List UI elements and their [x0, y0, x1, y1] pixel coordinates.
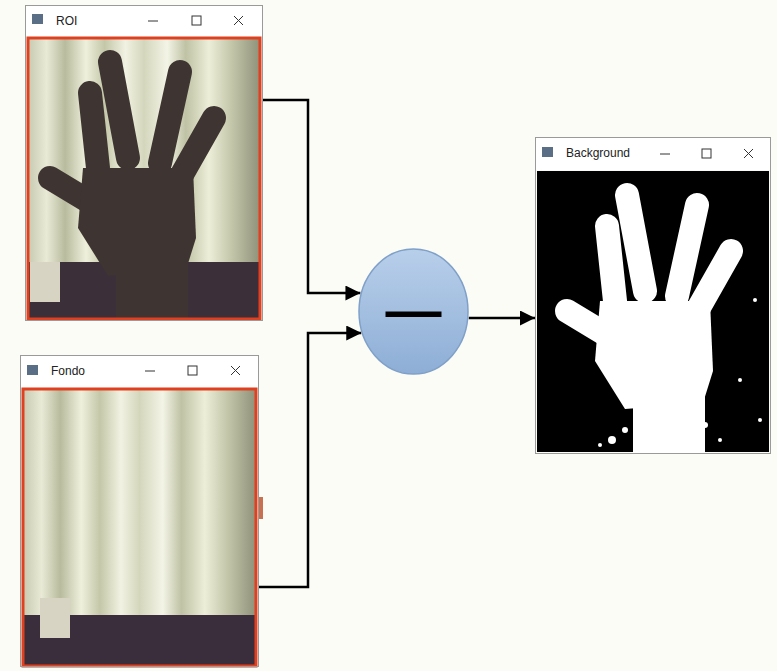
operator-symbol: —: [386, 282, 442, 338]
image-window: Background: [535, 137, 771, 454]
subtract-circle: —: [358, 248, 469, 375]
connector-arrow: [259, 333, 361, 587]
window-title: Fondo: [51, 364, 85, 378]
connector-arrow: [469, 317, 535, 320]
window-title: ROI: [56, 14, 77, 28]
connector-arrow: [263, 100, 360, 293]
window-title: Background: [566, 146, 630, 160]
image-window: Fondo: [20, 355, 259, 667]
image-window: ROI: [25, 5, 263, 321]
